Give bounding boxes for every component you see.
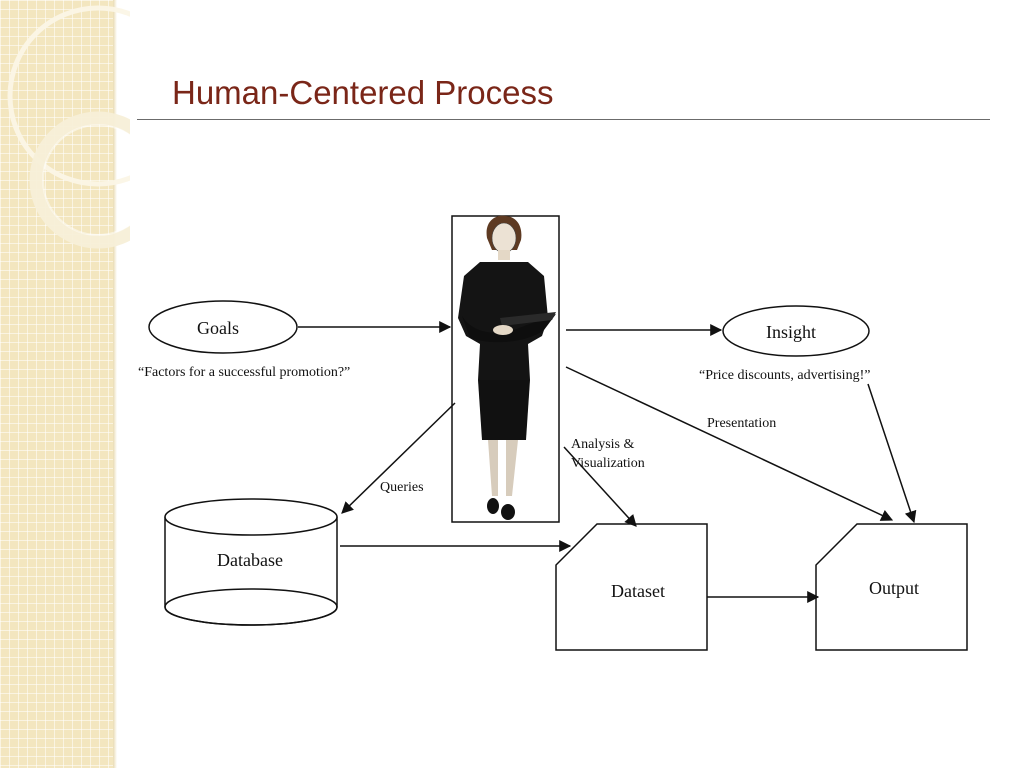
insight-node: Insight bbox=[722, 305, 870, 357]
sidebar-edge bbox=[113, 0, 117, 768]
insight-answer: “Price discounts, advertising!” bbox=[699, 368, 870, 383]
goals-ellipse bbox=[148, 300, 298, 354]
insight-ellipse bbox=[722, 305, 870, 357]
slide-title: Human-Centered Process bbox=[172, 74, 554, 111]
presentation-label: Presentation bbox=[707, 416, 776, 431]
goals-label: Goals bbox=[197, 318, 239, 338]
goals-node: Goals bbox=[148, 300, 298, 354]
output-node: Output bbox=[815, 523, 968, 651]
analysis-label-line1: Analysis & bbox=[571, 437, 635, 452]
dataset-label: Dataset bbox=[611, 581, 665, 601]
figure-folder bbox=[500, 312, 556, 326]
title-divider bbox=[137, 119, 990, 120]
dataset-node: Dataset bbox=[555, 523, 708, 651]
arrow-analyst-to-dataset bbox=[563, 446, 637, 527]
figure-neck bbox=[498, 250, 510, 260]
dataset-shape bbox=[555, 523, 708, 651]
decorative-rings bbox=[7, 5, 130, 249]
analysis-label-line2: Visualization bbox=[571, 456, 645, 471]
arrow-analyst-to-database bbox=[341, 402, 456, 514]
figure-shoe-right bbox=[501, 504, 515, 520]
analyst-figure bbox=[451, 215, 560, 523]
insight-label: Insight bbox=[766, 322, 816, 342]
figure-arms bbox=[462, 314, 556, 343]
queries-label: Queries bbox=[380, 480, 424, 495]
output-shape bbox=[815, 523, 968, 651]
database-node: Database bbox=[164, 498, 338, 626]
arrow-insight-to-output bbox=[867, 383, 917, 524]
ring-lower bbox=[29, 111, 130, 249]
database-label: Database bbox=[217, 550, 283, 570]
ring-lower-inner bbox=[42, 124, 130, 236]
goals-question: “Factors for a successful promotion?” bbox=[138, 365, 350, 380]
figure-skirt bbox=[478, 380, 530, 440]
figure-shoe-left bbox=[487, 498, 499, 514]
database-bottom-rim bbox=[164, 588, 338, 626]
ring-upper bbox=[7, 5, 130, 187]
figure-hands bbox=[493, 325, 513, 335]
arrow-analyst-to-output bbox=[565, 366, 894, 521]
figure-legs bbox=[488, 440, 518, 496]
figure-face bbox=[491, 222, 517, 254]
output-label: Output bbox=[869, 578, 919, 598]
database-top bbox=[164, 498, 338, 536]
